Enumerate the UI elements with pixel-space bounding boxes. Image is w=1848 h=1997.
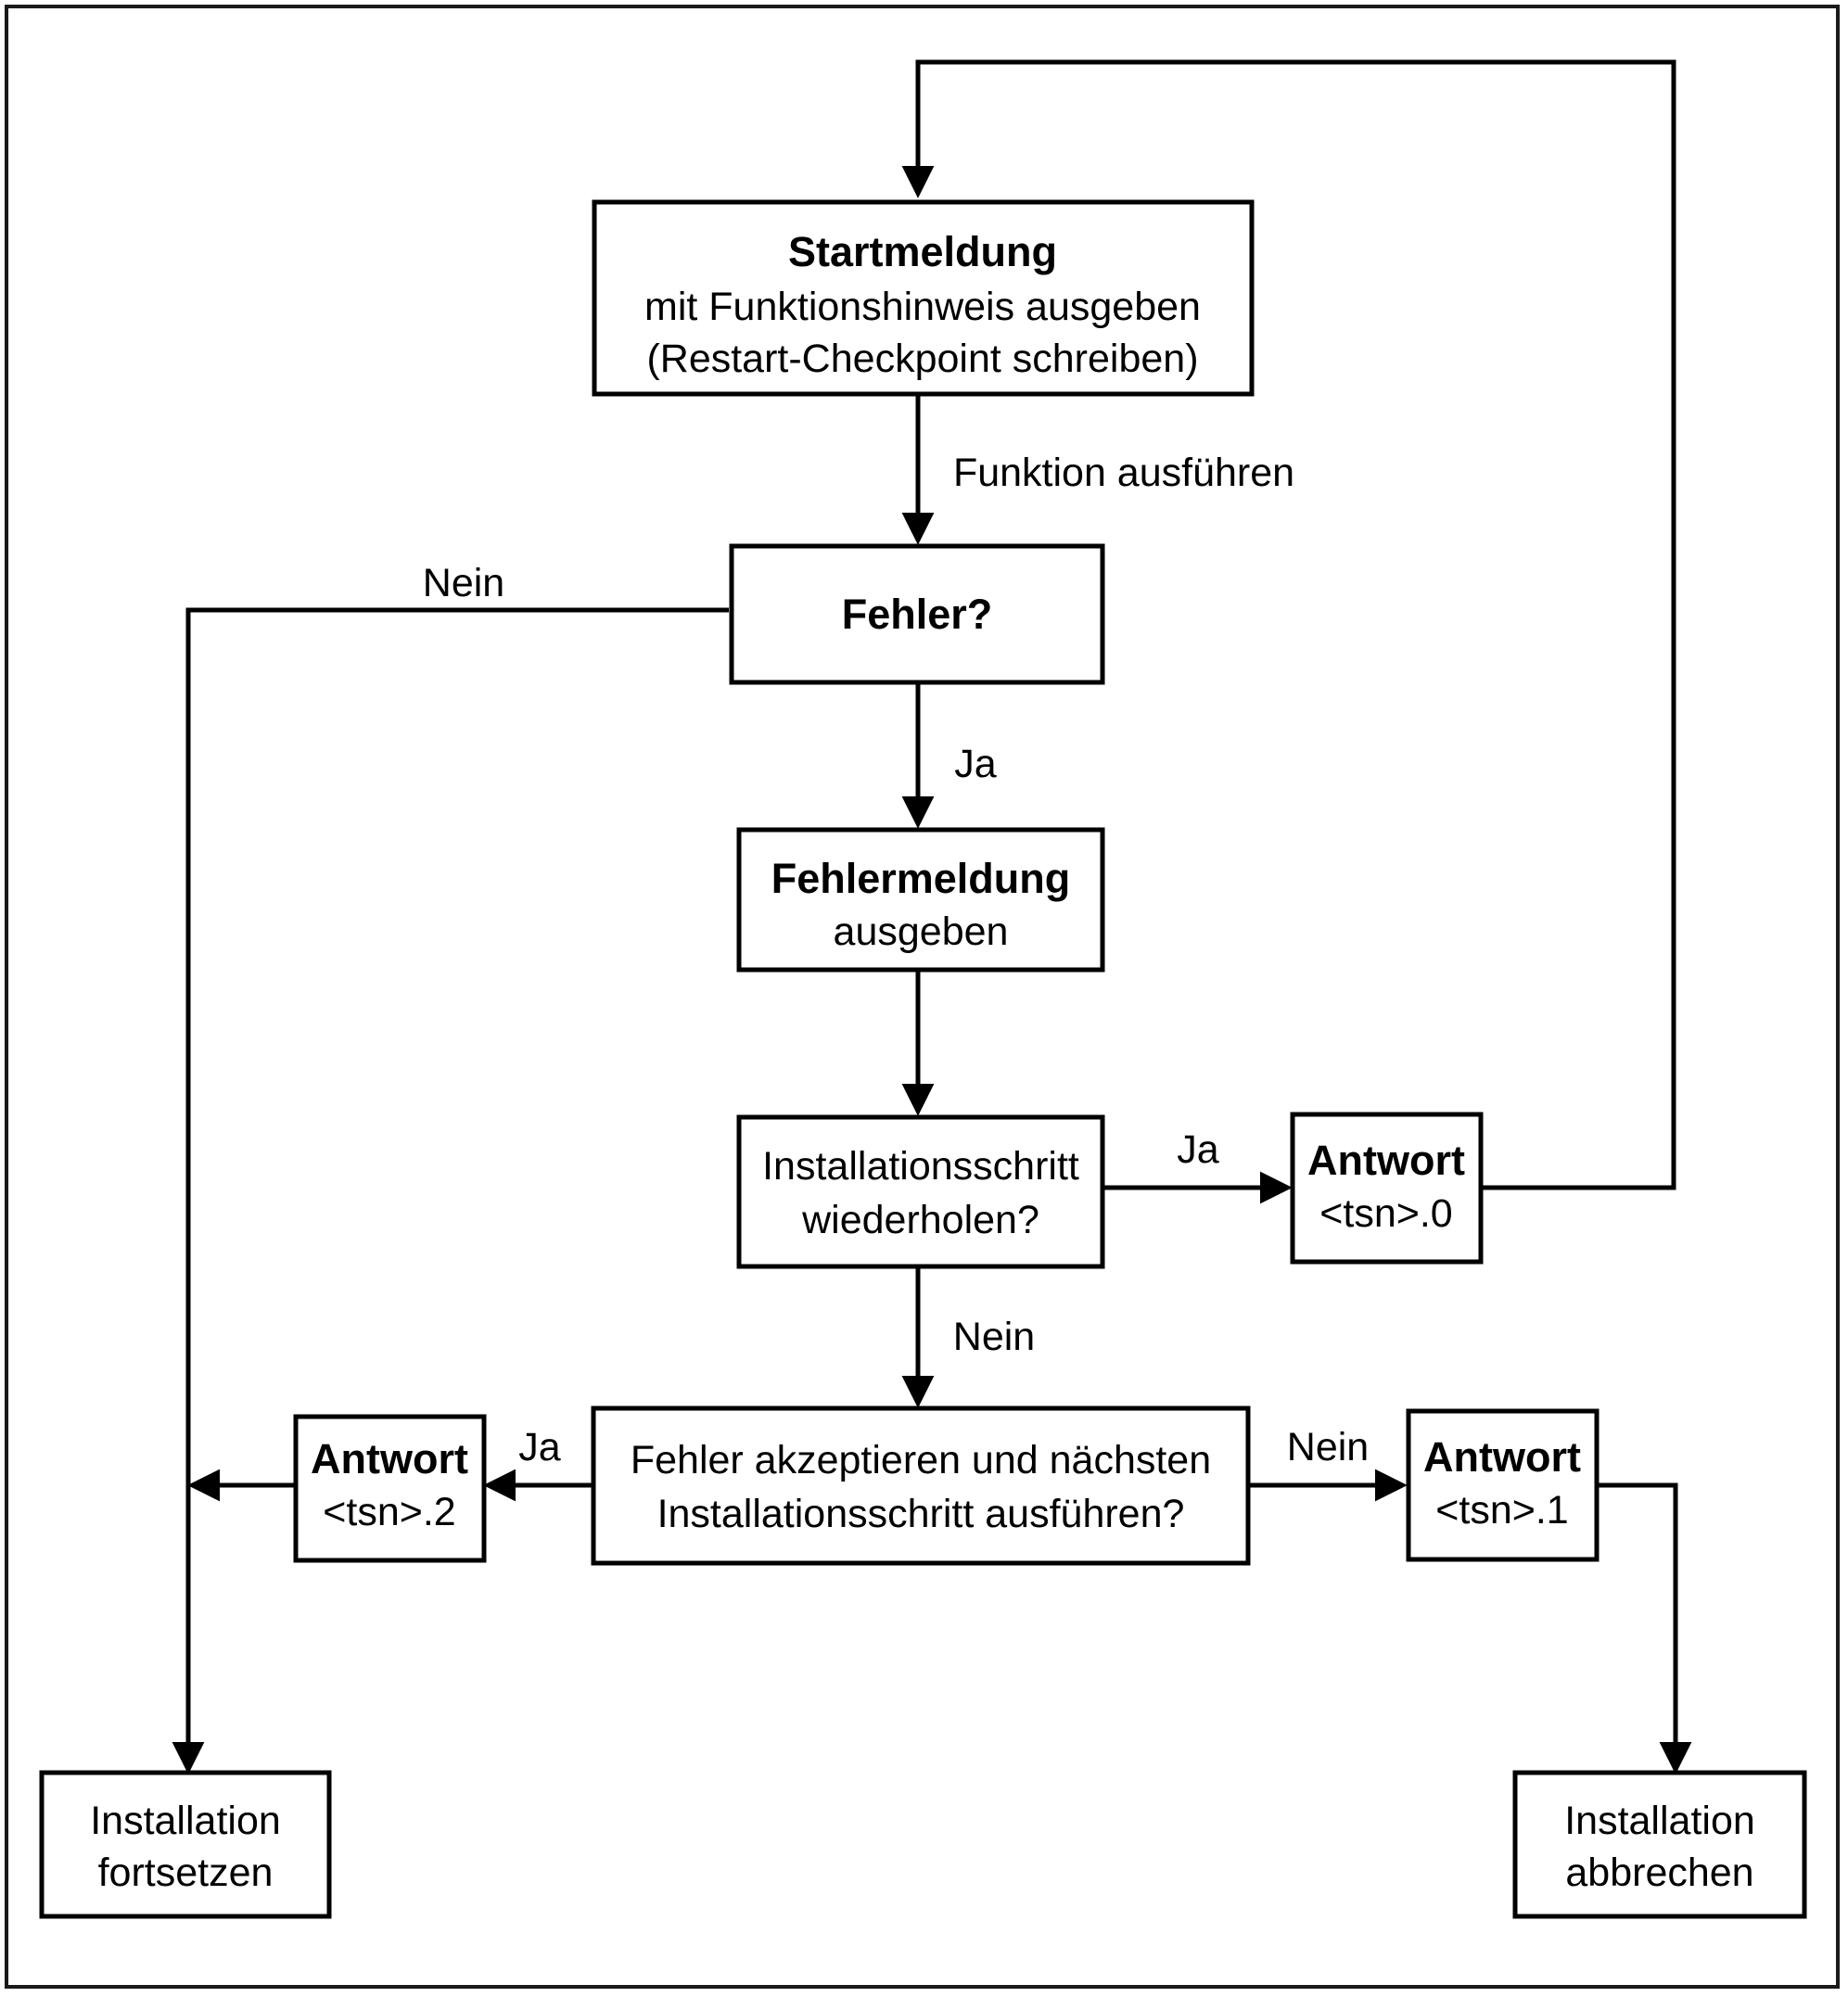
node-fehlermeldung-line1: Fehlermeldung	[771, 855, 1071, 902]
node-abbrechen[interactable]: Installation abbrechen	[1512, 1770, 1807, 1919]
node-fehler[interactable]: Fehler?	[729, 543, 1105, 685]
edge-label-akzeptieren-nein: Nein	[1287, 1425, 1369, 1469]
node-antwort0-line1: Antwort	[1307, 1137, 1465, 1184]
node-antwort0-line2: <tsn>.0	[1319, 1191, 1452, 1236]
node-antwort2[interactable]: Antwort <tsn>.2	[293, 1414, 487, 1563]
edge-label-fehler-ja: Ja	[954, 742, 997, 786]
edge-fehler-nein-to-fortsetzen	[172, 607, 729, 1774]
edge-label-wiederholen-nein: Nein	[953, 1315, 1035, 1359]
node-fehlermeldung-line2: ausgeben	[834, 909, 1009, 954]
edge-label-funktion-ausfuehren: Funktion ausführen	[953, 451, 1294, 495]
node-antwort1-line1: Antwort	[1423, 1433, 1581, 1481]
edge-label-akzeptieren-ja: Ja	[518, 1425, 561, 1469]
edge-antwort0-to-startmeldung	[901, 59, 1676, 1190]
node-fortsetzen-line1: Installation	[90, 1799, 281, 1843]
node-antwort1[interactable]: Antwort <tsn>.1	[1406, 1408, 1599, 1562]
node-fehlermeldung[interactable]: Fehlermeldung ausgeben	[736, 827, 1105, 973]
node-antwort2-line2: <tsn>.2	[323, 1490, 455, 1534]
node-fortsetzen-line2: fortsetzen	[98, 1851, 274, 1895]
node-akzeptieren-line1: Fehler akzeptieren und nächsten	[631, 1438, 1211, 1482]
node-startmeldung[interactable]: Startmeldung mit Funktionshinweis ausgeb…	[592, 199, 1255, 397]
node-wiederholen-line2: wiederholen?	[801, 1198, 1039, 1242]
edge-label-fehler-nein: Nein	[423, 561, 504, 605]
node-startmeldung-line1: Startmeldung	[788, 228, 1057, 275]
edge-label-wiederholen-ja: Ja	[1177, 1127, 1219, 1172]
node-wiederholen[interactable]: Installationsschritt wiederholen?	[736, 1114, 1105, 1269]
node-abbrechen-line1: Installation	[1564, 1799, 1755, 1843]
node-abbrechen-line2: abbrechen	[1565, 1851, 1753, 1895]
edge-antwort1-to-abbrechen	[1598, 1482, 1692, 1774]
node-akzeptieren-line2: Installationsschritt ausführen?	[657, 1492, 1185, 1536]
node-fortsetzen[interactable]: Installation fortsetzen	[39, 1770, 332, 1919]
node-startmeldung-line2: mit Funktionshinweis ausgeben	[644, 285, 1201, 329]
node-wiederholen-line1: Installationsschritt	[762, 1144, 1079, 1189]
node-antwort0[interactable]: Antwort <tsn>.0	[1290, 1112, 1484, 1265]
node-startmeldung-line3: (Restart-Checkpoint schreiben)	[646, 337, 1198, 381]
node-antwort2-line1: Antwort	[311, 1435, 468, 1482]
page-frame-border	[5, 5, 1840, 1989]
node-antwort1-line2: <tsn>.1	[1435, 1488, 1568, 1533]
node-akzeptieren[interactable]: Fehler akzeptieren und nächsten Installa…	[591, 1406, 1251, 1566]
node-fehler-line1: Fehler?	[842, 591, 993, 638]
